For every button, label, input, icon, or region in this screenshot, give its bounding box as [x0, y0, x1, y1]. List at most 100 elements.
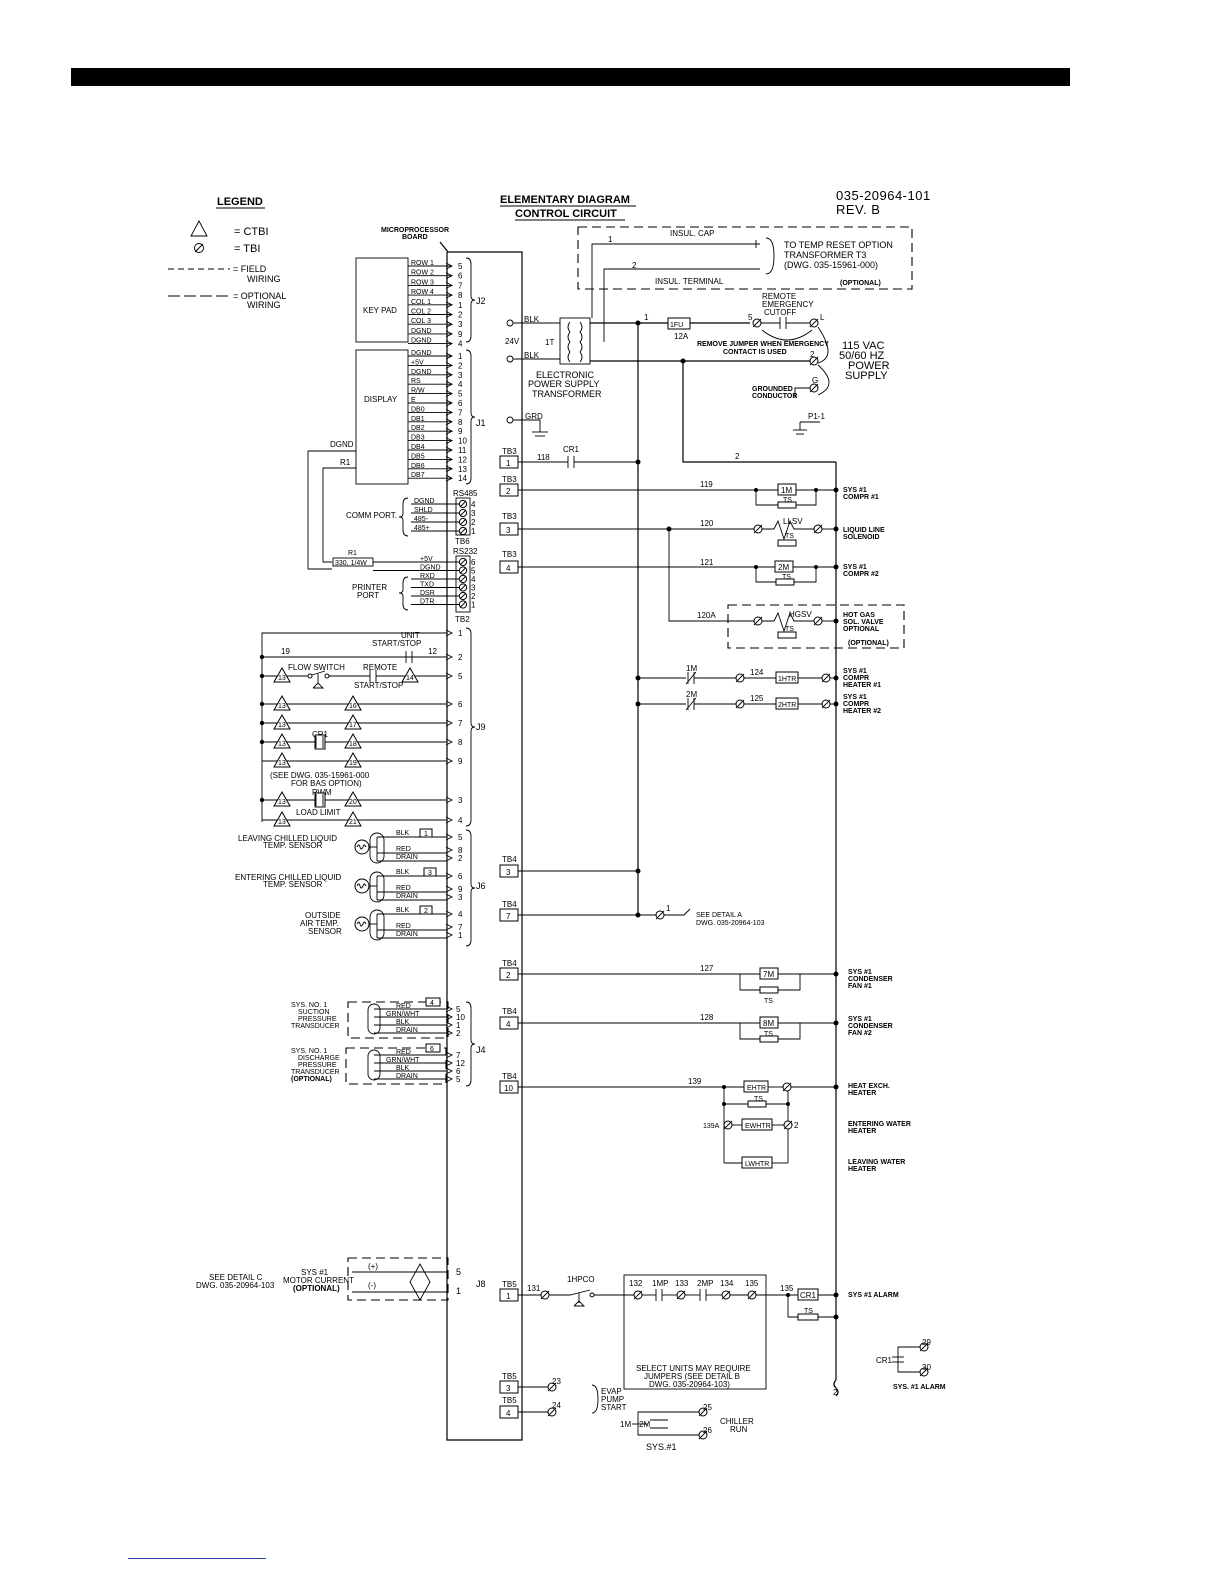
footer-rule: [128, 1558, 266, 1559]
hgsv-solenoid: [762, 611, 814, 633]
j9-ctbi-left-0-num: 13: [278, 675, 286, 682]
display-sig-3: RS: [411, 378, 421, 385]
sensor2-wire-1: RED: [396, 923, 411, 930]
printer-pin-3: 3: [471, 584, 476, 593]
j9-ctbi-left-2: [273, 713, 291, 730]
tb4-2-label: 2: [506, 971, 511, 980]
wire-133: 133: [675, 1279, 689, 1288]
ewhtr-label: EWHTR: [745, 1123, 771, 1130]
j9-pin-0: 1: [458, 629, 463, 638]
rs232-label: RS232: [453, 547, 478, 556]
display-sig-7: DB1: [411, 416, 425, 423]
coil-8m-label: 8M: [763, 1019, 774, 1028]
j9-ctbi-right-5-num: 20: [349, 799, 357, 806]
wire-139a: 139A: [703, 1123, 720, 1130]
display-sig-9: DB3: [411, 435, 425, 442]
m2-contact-label: 2M: [686, 690, 697, 699]
tb5-1-label: 1: [506, 1292, 511, 1301]
micro-label2: BOARD: [402, 234, 428, 241]
discharge-pin-3: 5: [456, 1075, 461, 1084]
legend: LEGEND = CTBI = TBI = FIELD WIRING = OPT…: [168, 196, 286, 310]
jumper-box: [623, 1274, 767, 1390]
coil-2m-label: 2M: [778, 563, 789, 572]
wire2-label: 2: [735, 452, 740, 461]
lv-water1: LEAVING WATER: [848, 1159, 905, 1166]
tb4-3-label: 3: [506, 868, 511, 877]
transformer-l2: POWER SUPPLY: [528, 379, 599, 389]
wire-132: 132: [629, 1279, 643, 1288]
to-temp3: (DWG. 035-15961-000): [784, 260, 878, 270]
j1-label: J1: [476, 418, 486, 428]
heater1-c: HEATER #1: [843, 682, 881, 689]
discharge-tag: 6: [430, 1046, 434, 1053]
select-note1: SELECT UNITS MAY REQUIRE: [636, 1364, 751, 1373]
ts-7m: TS: [764, 998, 773, 1005]
keypad-pin-3: 8: [458, 291, 463, 300]
sensor2-l2: AIR TEMP.: [300, 919, 339, 928]
sensor0-wire-1: RED: [396, 846, 411, 853]
keypad-sig-5: COL 2: [411, 309, 431, 316]
keypad-sig-0: ROW 1: [411, 260, 434, 267]
j9-ctbi-left-5-num: 13: [278, 799, 286, 806]
j9-ctbi-right-4-num: 19: [349, 760, 357, 767]
discharge-l3: TRANSDUCER: [291, 1069, 340, 1076]
display-pin-9: 10: [458, 437, 467, 446]
supply1: 115 VAC: [842, 340, 884, 352]
display-label: DISPLAY: [364, 395, 398, 404]
remote-label2: START/STOP: [354, 681, 403, 690]
sensor1-l2: TEMP. SENSOR: [263, 880, 323, 889]
hotgas3: OPTIONAL: [843, 626, 880, 633]
fuse-rating: 12A: [674, 332, 689, 341]
discharge-pin-2: 6: [456, 1067, 461, 1076]
heater2-a: SYS #1: [843, 694, 867, 701]
ts-1m: TS: [783, 497, 792, 504]
sensor1-l1: ENTERING CHILLED LIQUID: [235, 873, 341, 882]
motor-label1: SYS #1: [301, 1268, 329, 1277]
display-pin-0: 1: [458, 352, 463, 361]
comm-pin-3: 1: [471, 527, 476, 536]
hotgas1: HOT GAS: [843, 612, 875, 619]
comm-sig-1: SHLD: [414, 507, 433, 514]
keypad-pin-1: 6: [458, 272, 463, 281]
ts-llsv: TS: [785, 533, 794, 540]
coil-7m-label: 7M: [763, 970, 774, 979]
display-pin-5: 6: [458, 399, 463, 408]
legend-optional2: WIRING: [247, 300, 281, 310]
keypad-sig-4: COL 1: [411, 299, 431, 306]
suction-l2: PRESSURE: [298, 1016, 337, 1023]
sys1-compr1-a: SYS #1: [843, 487, 867, 494]
v24-label: 24V: [505, 337, 520, 346]
tb3-3-label: 3: [506, 526, 511, 535]
htr2-label: 2HTR: [778, 702, 796, 709]
fan2-b: CONDENSER: [848, 1023, 893, 1030]
jumper-note2: CONTACT IS USED: [723, 349, 787, 356]
current-sensor-icon: [409, 1263, 431, 1301]
sensor0-l2: TEMP. SENSOR: [263, 841, 323, 850]
sensor2-wire-0: BLK: [396, 907, 410, 914]
legend-heading: LEGEND: [217, 196, 263, 208]
j9-pin-6: 9: [458, 757, 463, 766]
suction-l0: SYS. NO. 1: [291, 1002, 327, 1009]
tL-label: L: [820, 313, 825, 322]
suction-wire-0: RED: [396, 1003, 411, 1010]
r1-res-label: R1: [348, 550, 357, 557]
coil-cr1: [797, 1288, 819, 1301]
printer-sig-2: RXD: [420, 573, 435, 580]
transformer-l1: ELECTRONIC: [536, 370, 595, 380]
llsv-label: LLSV: [783, 517, 803, 526]
keypad-sig-2: ROW 3: [411, 279, 434, 286]
to-temp1: TO TEMP RESET OPTION: [784, 240, 893, 250]
grounded1: GROUNDED: [752, 386, 793, 393]
power-section: BLK BLK 24V 1T ELECTRONIC POWER SUPPLY T…: [505, 292, 890, 463]
sensor2-pin-2: 1: [458, 931, 463, 940]
insul-cap: INSUL. CAP: [670, 229, 714, 238]
j9-ctbi-left-0: [273, 666, 291, 683]
sensor2-wire-2: DRAIN: [396, 931, 418, 938]
hotgas2: SOL. VALVE: [843, 619, 884, 626]
sensor0-pin-1: 8: [458, 846, 463, 855]
sensor2-pin-1: 7: [458, 923, 463, 932]
display-sig-11: DB5: [411, 453, 425, 460]
comm-pin-2: 2: [471, 518, 476, 527]
coil-1m-label: 1M: [781, 486, 792, 495]
